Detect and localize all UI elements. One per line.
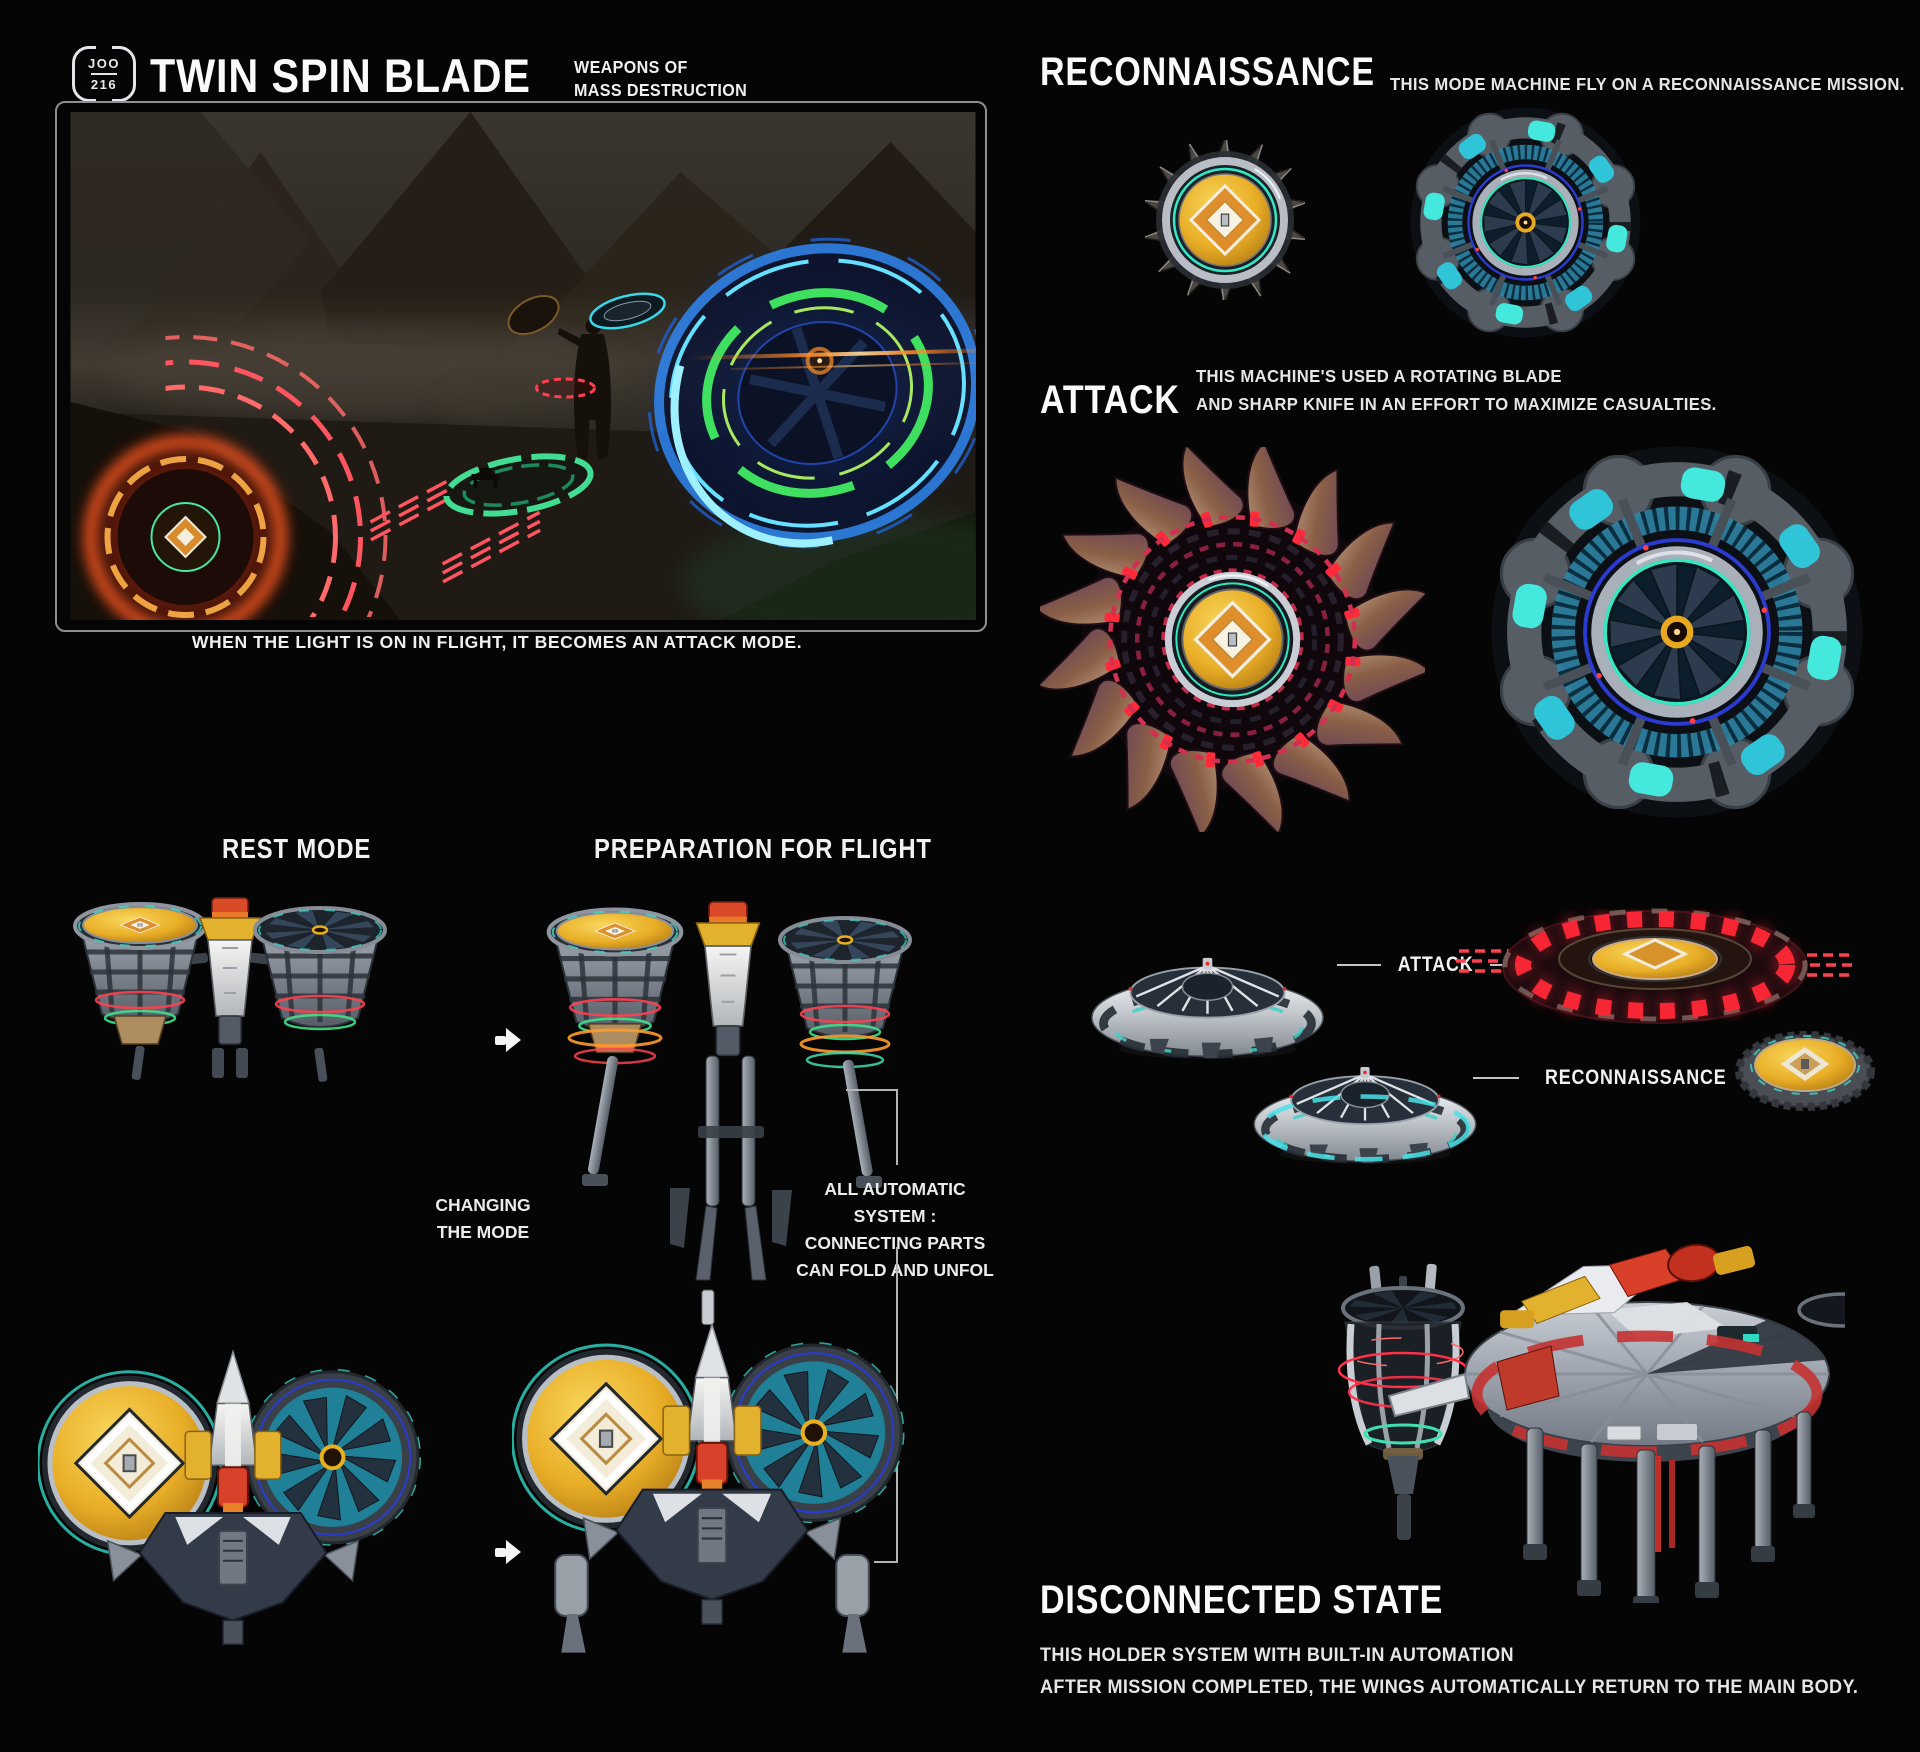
reconnaissance-description: THIS MODE MACHINE FLY ON A RECONNAISSANC… [1390,74,1905,94]
changing-mode-note: CHANGING THE MODE [418,1192,548,1246]
logo-text-bottom: 216 [90,77,118,92]
red-dash-streaks-2 [441,510,541,584]
disconnected-description-line2: AFTER MISSION COMPLETED, THE WINGS AUTOM… [1040,1677,1859,1698]
attack-flight-disc [1456,906,1854,1024]
top-machinery [1500,1243,1756,1329]
figure-silhouette [557,318,611,460]
changing-line2: THE MODE [436,1222,530,1243]
callout-line [1473,1077,1519,1079]
recon-disc-large [1408,105,1643,340]
hero-frame [55,101,987,632]
arrow-head [506,1540,521,1564]
attack-mode-label: ATTACK [1397,953,1474,976]
main-body [1387,1243,1845,1603]
orange-light-streak [690,348,976,360]
left-wing-pod [554,1553,589,1653]
arrow-head [506,1028,521,1052]
feet [1523,1504,1815,1603]
arrow-right-icon-2 [495,1540,521,1564]
hand-disc-dark [507,295,560,335]
topview-machine-prep [512,1289,912,1653]
attack-heading: ATTACK [1040,378,1180,422]
hero-caption: WHEN THE LIGHT IS ON IN FLIGHT, IT BECOM… [191,632,803,652]
attack-description-line2: AND SHARP KNIFE IN AN EFFORT TO MAXIMIZE… [1196,394,1717,414]
holder-pod [1337,1263,1469,1540]
arrow-right-icon [495,1028,521,1052]
attack-disc-shield [1487,442,1867,822]
automatic-line1: ALL AUTOMATIC SYSTEM : [824,1179,966,1227]
automatic-line3: CAN FOLD AND UNFOL [796,1260,994,1281]
subtitle-line2: MASS DESTRUCTION [574,80,748,101]
arrow-shaft [495,1547,506,1557]
right-pod-top [1797,1292,1845,1328]
fire-disc [70,335,388,620]
disconnected-machine [1337,1243,1845,1603]
subtitle-line1: WEAPONS OF [574,57,688,77]
red-mini-ring [535,377,596,399]
blue-green-disc [634,225,976,561]
red-dash-streaks [369,475,457,542]
disconnected-description-line1: THIS HOLDER SYSTEM WITH BUILT-IN AUTOMAT… [1040,1645,1514,1666]
rest-mode-machine [52,897,402,1082]
changing-line1: CHANGING [435,1195,531,1215]
distant-drone [471,468,500,488]
arrow-shaft [495,1035,506,1045]
hand-disc-cyan [589,292,666,330]
right-wing-pod [835,1553,870,1653]
disconnected-heading: DISCONNECTED STATE [1040,1578,1444,1622]
page-subtitle: WEAPONS OF MASS DESTRUCTION [574,56,747,102]
legs [1526,1411,1812,1601]
preparation-machine [520,900,940,1281]
page-title: TWIN SPIN BLADE [150,49,531,102]
attack-disc-saw [1040,447,1425,832]
reconnaissance-heading: RECONNAISSANCE [1040,50,1375,94]
orange-light-streak-2 [730,362,976,370]
topview-machine-rest [38,1345,428,1675]
connector-h2 [874,1561,898,1563]
attack-description-line1: THIS MACHINE'S USED A ROTATING BLADE [1196,366,1562,386]
recon-flight-disc [1735,1031,1875,1111]
callout-line [1337,964,1381,966]
hero-scene [70,112,976,620]
logo-divider [91,73,117,75]
recon-mode-label: RECONNAISSANCE [1545,1066,1727,1089]
ufo-recon-mode [1245,1040,1485,1165]
red-mini-ring-fill [536,379,595,397]
connector-h1 [846,1089,898,1091]
preparation-label: PREPARATION FOR FLIGHT [594,833,932,864]
logo-text-top: JOO [88,56,120,71]
rest-mode-label: REST MODE [222,833,372,864]
studio-logo: JOO 216 [72,46,136,102]
automatic-system-note: ALL AUTOMATIC SYSTEM : CONNECTING PARTS … [790,1176,1000,1285]
recon-disc-small [1145,140,1305,300]
automatic-line2: CONNECTING PARTS [804,1233,986,1254]
connector-v1 [896,1089,898,1165]
